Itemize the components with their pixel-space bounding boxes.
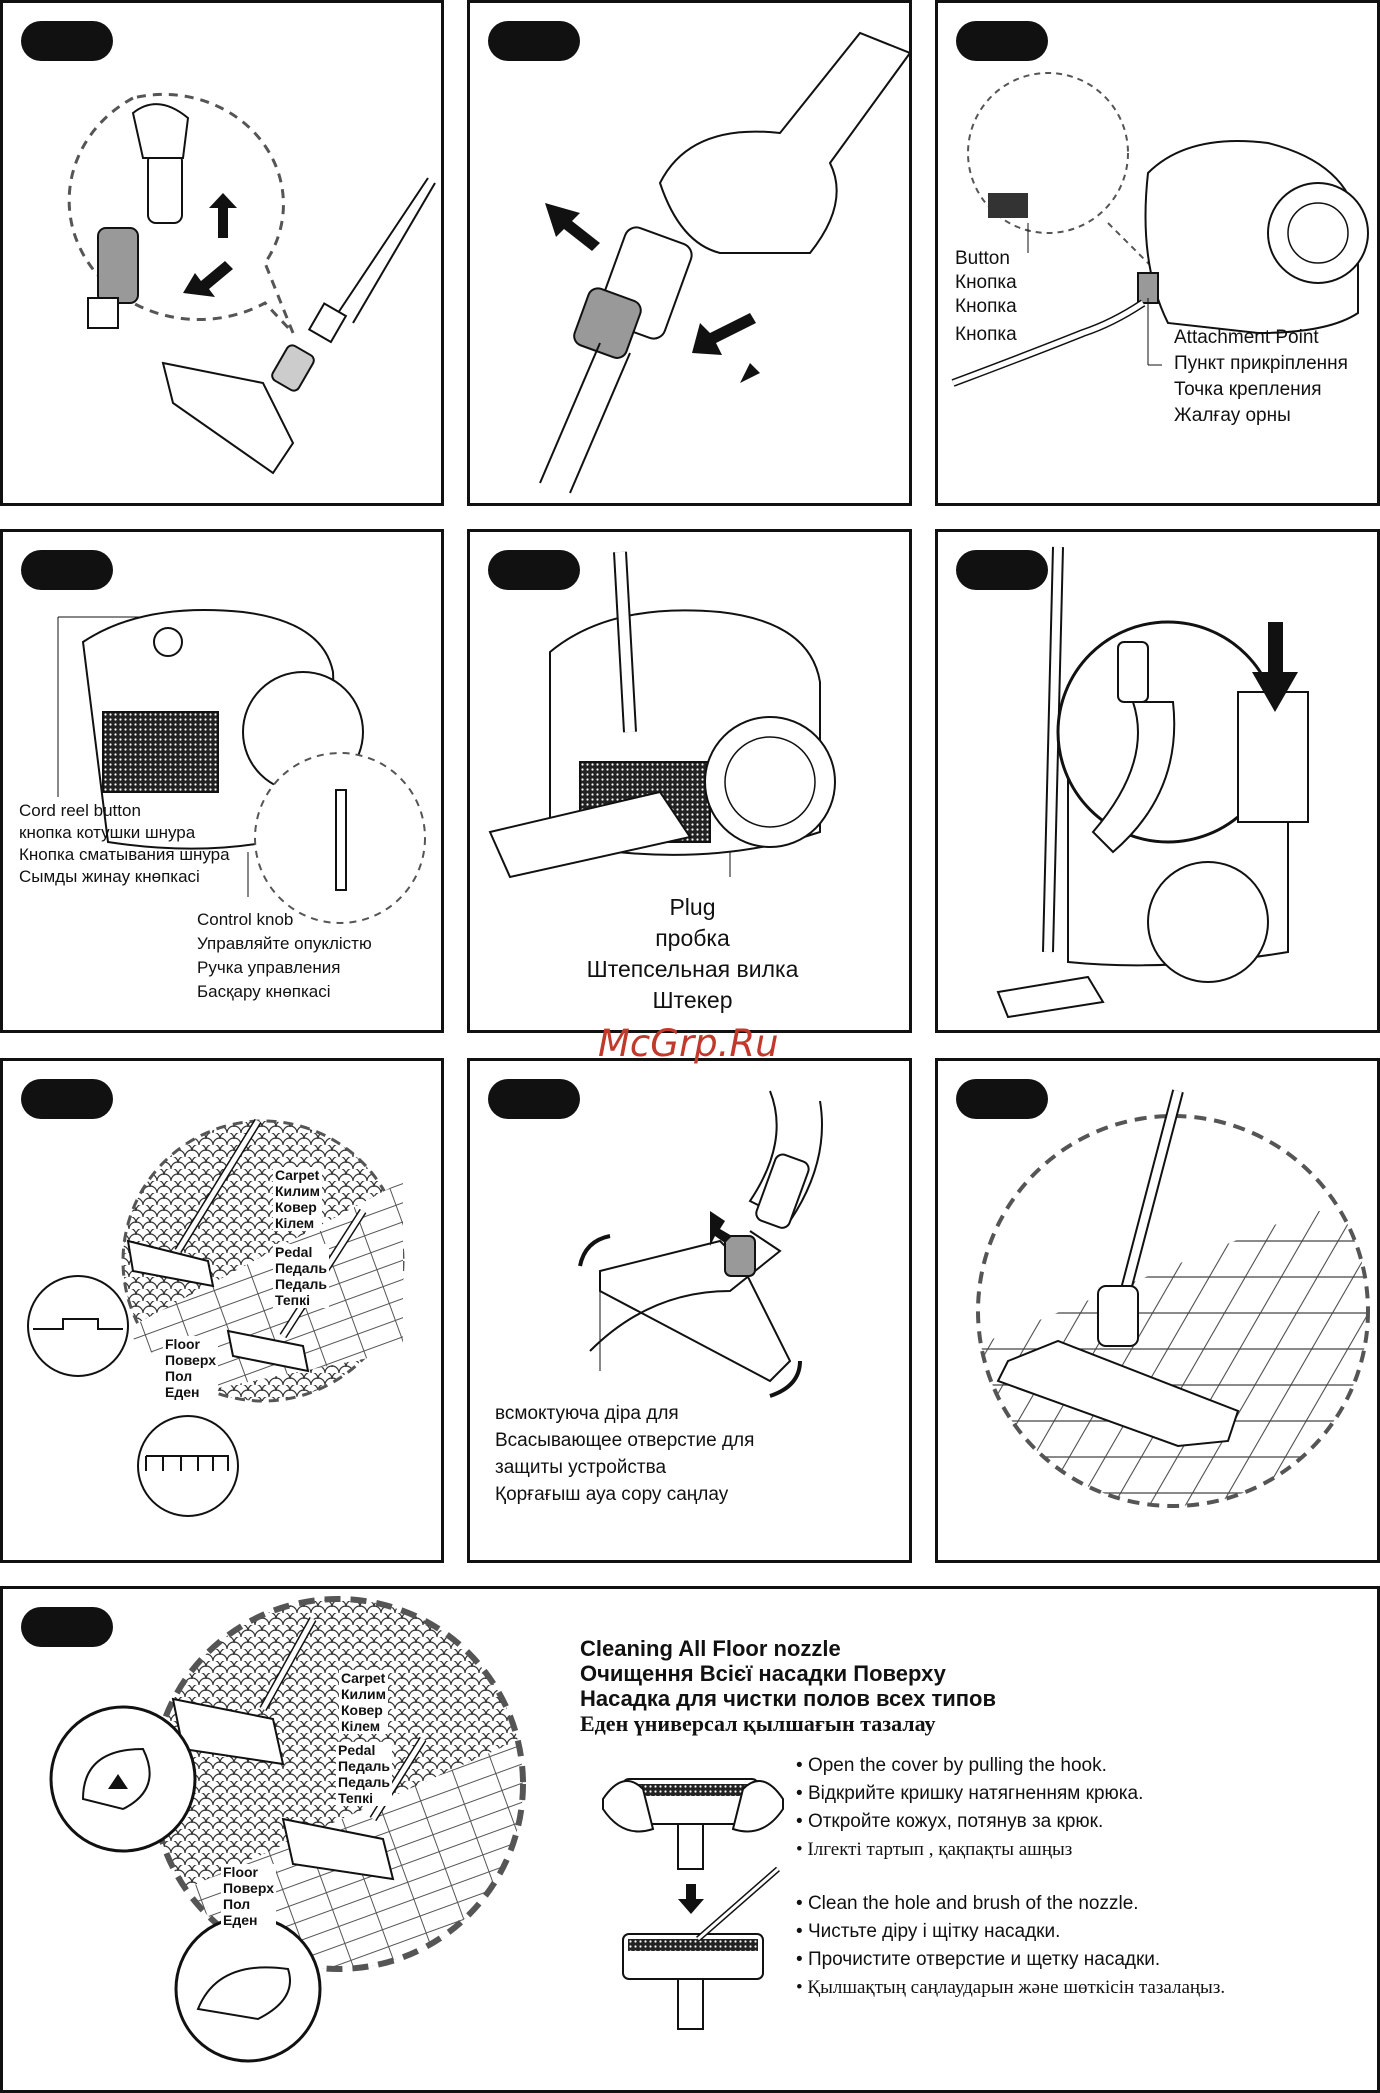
panel-step-3: Button Кнопка Кнопка Кнопка Attachment P… — [935, 0, 1380, 506]
step-number-badge — [21, 550, 113, 590]
step-number-badge — [488, 21, 580, 61]
step-number-badge — [488, 1079, 580, 1119]
illustration-carpet-floor — [27, 1118, 405, 1517]
illustration-press-button — [539, 31, 909, 494]
panel-step-1 — [0, 0, 444, 506]
step-number-badge — [21, 1607, 113, 1647]
suction-hole-label: всмоктуюча діра для Всасывающее отверсти… — [495, 1403, 755, 1505]
panel-step-8: всмоктуюча діра для Всасывающее отверсти… — [467, 1058, 912, 1563]
cleaning-step-2: Clean the hole and brush of the nozzle. … — [796, 1890, 1225, 2002]
step-number-badge — [488, 550, 580, 590]
attachment-point-label: Attachment Point Пункт прикріплення Точк… — [1174, 327, 1348, 426]
control-knob-label: Control knob Управляйте опуклістю Ручка … — [197, 910, 372, 1001]
illustration-plug — [488, 551, 836, 879]
panel-step-6 — [935, 529, 1380, 1033]
step-number-badge — [956, 21, 1048, 61]
button-label: Button Кнопка Кнопка Кнопка — [955, 248, 1017, 345]
panel-step-4: Cord reel button кнопка котушки шнура Кн… — [0, 529, 444, 1033]
panel-step-2 — [467, 0, 912, 506]
panel-step-9 — [935, 1058, 1380, 1563]
step-number-badge — [21, 21, 113, 61]
illustration-suction-hole — [578, 1090, 823, 1398]
cleaning-step-1: Open the cover by pulling the hook. Відк… — [796, 1752, 1143, 1864]
illustration-storage — [996, 546, 1309, 1019]
illustration-attachment-point — [951, 72, 1369, 387]
illustration-cord-reel — [57, 609, 426, 924]
plug-label: Plug пробка Штепсельная вилка Штекер — [586, 894, 799, 1013]
panel-step-5: Plug пробка Штепсельная вилка Штекер — [467, 529, 912, 1033]
step-number-badge — [21, 1079, 113, 1119]
illustration-nozzle-cleaning-steps — [602, 1778, 784, 2030]
step-number-badge — [956, 550, 1048, 590]
cord-reel-button-label: Cord reel button кнопка котушки шнура Кн… — [19, 801, 230, 886]
illustration-floor-nozzle — [976, 1089, 1370, 1508]
illustration-attach-tube — [67, 92, 436, 475]
illustration-all-floor-nozzle — [49, 1596, 526, 2063]
cleaning-title: Cleaning All Floor nozzle Очищення Всієї… — [580, 1636, 997, 1736]
watermark: McGrp.Ru — [598, 1022, 779, 1065]
step-number-badge — [956, 1079, 1048, 1119]
